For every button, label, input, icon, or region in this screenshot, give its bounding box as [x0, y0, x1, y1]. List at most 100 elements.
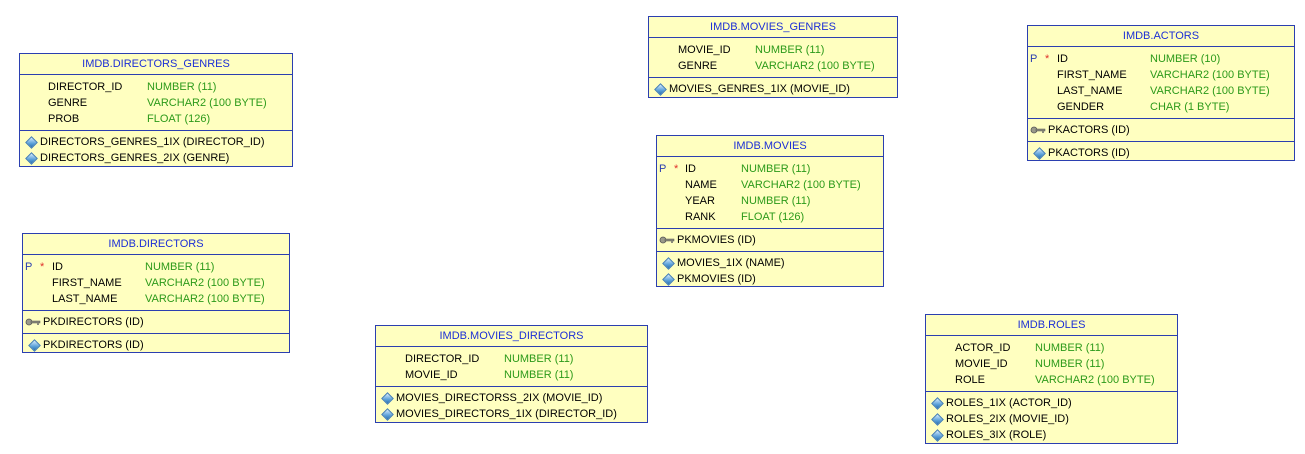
column-row[interactable]: LAST_NAME VARCHAR2 (100 BYTE) [23, 291, 289, 307]
indexes-section: PKDIRECTORS (ID) [23, 333, 289, 356]
column-name: GENRE [678, 60, 718, 72]
indexes-section: MOVIES_GENRES_1IX (MOVIE_ID) [649, 77, 897, 100]
column-name: FIRST_NAME [52, 277, 122, 289]
column-row[interactable]: GENRE VARCHAR2 (100 BYTE) [20, 95, 292, 111]
keys-section: PKMOVIES (ID) [657, 228, 883, 251]
column-type: VARCHAR2 (100 BYTE) [1150, 85, 1270, 97]
primary-key-marker: P [25, 261, 33, 273]
index-diamond-icon [381, 408, 394, 421]
indexes-section: DIRECTORS_GENRES_1IX (DIRECTOR_ID) DIREC… [20, 130, 292, 169]
column-name: MOVIE_ID [405, 369, 458, 381]
index-row[interactable]: ROLES_2IX (MOVIE_ID) [926, 411, 1177, 427]
keys-section: PKDIRECTORS (ID) [23, 310, 289, 333]
mandatory-marker: * [40, 261, 45, 273]
column-name: LAST_NAME [52, 293, 118, 305]
index-diamond-icon [28, 339, 41, 352]
index-row[interactable]: PKACTORS (ID) [1028, 145, 1294, 161]
column-name: MOVIE_ID [955, 358, 1008, 370]
column-type: NUMBER (11) [145, 261, 215, 273]
column-row[interactable]: NAME VARCHAR2 (100 BYTE) [657, 177, 883, 193]
column-row[interactable]: DIRECTOR_ID NUMBER (11) [376, 351, 647, 367]
column-type: FLOAT (126) [147, 113, 211, 125]
column-name: FIRST_NAME [1057, 69, 1127, 81]
column-type: VARCHAR2 (100 BYTE) [145, 277, 265, 289]
primary-key-marker: P [1030, 53, 1038, 65]
column-name: ID [1057, 53, 1068, 65]
column-name: ID [685, 163, 696, 175]
column-row[interactable]: MOVIE_ID NUMBER (11) [376, 367, 647, 383]
index-diamond-icon [1033, 147, 1046, 160]
keys-section: PKACTORS (ID) [1028, 118, 1294, 141]
index-row[interactable]: MOVIES_GENRES_1IX (MOVIE_ID) [649, 81, 897, 97]
column-type: CHAR (1 BYTE) [1150, 101, 1230, 113]
column-name: NAME [685, 179, 717, 191]
column-row[interactable]: FIRST_NAME VARCHAR2 (100 BYTE) [1028, 67, 1294, 83]
column-type: NUMBER (11) [1035, 342, 1105, 354]
index-row[interactable]: ROLES_3IX (ROLE) [926, 427, 1177, 443]
column-row[interactable]: FIRST_NAME VARCHAR2 (100 BYTE) [23, 275, 289, 291]
table-title: IMDB.MOVIES [657, 136, 883, 157]
column-type: NUMBER (11) [1035, 358, 1105, 370]
index-label: MOVIES_GENRES_1IX (MOVIE_ID) [669, 83, 850, 95]
mandatory-marker: * [1045, 53, 1050, 65]
index-diamond-icon [931, 413, 944, 426]
key-row[interactable]: PKDIRECTORS (ID) [23, 314, 289, 330]
key-label: PKDIRECTORS (ID) [43, 316, 144, 328]
column-name: DIRECTOR_ID [405, 353, 480, 365]
index-row[interactable]: ROLES_1IX (ACTOR_ID) [926, 395, 1177, 411]
index-diamond-icon [381, 392, 394, 405]
column-row[interactable]: MOVIE_ID NUMBER (11) [926, 356, 1177, 372]
index-label: ROLES_3IX (ROLE) [946, 429, 1047, 441]
key-row[interactable]: PKACTORS (ID) [1028, 122, 1294, 138]
column-name: GENRE [48, 97, 88, 109]
column-type: NUMBER (11) [504, 369, 574, 381]
column-type: NUMBER (11) [504, 353, 574, 365]
column-type: VARCHAR2 (100 BYTE) [147, 97, 267, 109]
index-row[interactable]: PKDIRECTORS (ID) [23, 337, 289, 353]
column-type: NUMBER (11) [755, 44, 825, 56]
table-title: IMDB.ROLES [926, 315, 1177, 336]
key-row[interactable]: PKMOVIES (ID) [657, 232, 883, 248]
index-diamond-icon [662, 257, 675, 270]
index-row[interactable]: MOVIES_1IX (NAME) [657, 255, 883, 271]
column-type: VARCHAR2 (100 BYTE) [741, 179, 861, 191]
column-type: VARCHAR2 (100 BYTE) [1150, 69, 1270, 81]
indexes-section: PKACTORS (ID) [1028, 141, 1294, 164]
index-diamond-icon [931, 429, 944, 442]
column-type: VARCHAR2 (100 BYTE) [145, 293, 265, 305]
index-row[interactable]: PKMOVIES (ID) [657, 271, 883, 287]
mandatory-marker: * [674, 163, 679, 175]
column-type: NUMBER (11) [741, 195, 811, 207]
index-label: MOVIES_1IX (NAME) [677, 257, 785, 269]
index-label: ROLES_1IX (ACTOR_ID) [946, 397, 1072, 409]
index-row[interactable]: MOVIES_DIRECTORSS_2IX (MOVIE_ID) [376, 390, 647, 406]
index-row[interactable]: MOVIES_DIRECTORS_1IX (DIRECTOR_ID) [376, 406, 647, 422]
indexes-section: MOVIES_1IX (NAME) PKMOVIES (ID) [657, 251, 883, 290]
index-row[interactable]: DIRECTORS_GENRES_1IX (DIRECTOR_ID) [20, 134, 292, 150]
index-row[interactable]: DIRECTORS_GENRES_2IX (GENRE) [20, 150, 292, 166]
index-diamond-icon [25, 136, 38, 149]
